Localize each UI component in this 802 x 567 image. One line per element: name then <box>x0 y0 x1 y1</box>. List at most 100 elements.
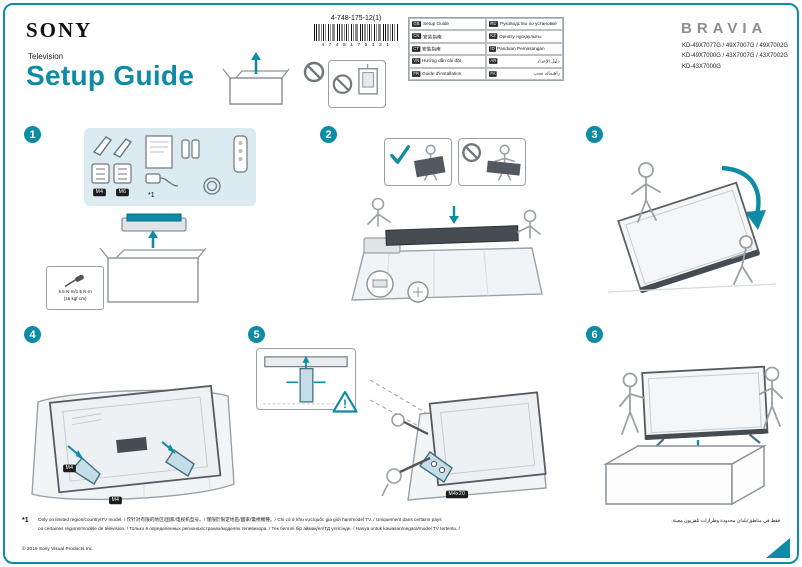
up-arrow-icon <box>251 52 261 60</box>
check-icon <box>390 145 410 164</box>
sony-logo: SONY <box>26 18 93 42</box>
lang-code-badge: CN <box>412 33 421 40</box>
page-turn-icon <box>766 538 790 558</box>
battery-icon <box>181 139 200 159</box>
step-5-number: 5 <box>248 326 265 343</box>
tv-rear-icon <box>48 384 222 494</box>
screw-badge-m4: M4 <box>93 188 106 196</box>
incorrect-handling-card <box>458 138 526 186</box>
lang-code-badge: KZ <box>489 33 498 40</box>
lang-label: دليل الإعداد <box>537 59 560 65</box>
lang-code-badge: FR <box>412 70 421 77</box>
torque-note: 5.5 N·m/1.5 N·m (15 kgf·cm) <box>46 266 104 310</box>
footnote-text: Only on limited region/country/TV model.… <box>38 517 548 536</box>
lang-code-badge: VN <box>412 58 421 65</box>
television-label: Television <box>28 52 64 61</box>
remote-icon <box>233 135 248 173</box>
svg-text:!: ! <box>343 397 347 411</box>
power-cord-icon <box>145 173 179 187</box>
lang-code-badge: RU <box>489 21 498 28</box>
step-6-number: 6 <box>586 326 603 343</box>
tv-panel-icon <box>486 160 521 176</box>
screw-badge: M4 <box>63 464 76 472</box>
lang-row-cn: CN 安装指南 <box>409 30 486 43</box>
attach-stand-illustration: M4 M4 <box>24 346 242 514</box>
lang-code-badge: GB <box>412 21 421 28</box>
tv-panel-icon <box>641 365 769 450</box>
hand-screwdriver-icon <box>391 413 429 435</box>
footnote-line: ou certaines régions/modèle de télévisio… <box>38 527 460 532</box>
model-list: KD-49X7077G / 49X7007G / 49X7002G KD-49X… <box>682 41 797 72</box>
lay-tv-face-down-illustration <box>334 190 558 308</box>
tv-panel-icon <box>413 155 446 178</box>
no-icon <box>332 74 353 94</box>
no-icon <box>462 143 482 162</box>
lang-row-fr: FR Guide d'installation <box>409 67 486 80</box>
step-3-number: 3 <box>586 126 603 143</box>
copyright: © 2019 Sony Visual Products Inc. <box>22 547 94 552</box>
lang-label: 安裝指南 <box>422 47 441 53</box>
screw-badge-m4x20: M4x20 <box>445 490 468 498</box>
footnote-arabic: فقط في مناطق/بلدان محدودة وطرازات تلفزيو… <box>670 518 780 524</box>
prohibition-icon <box>302 60 326 84</box>
foam-tray-icon <box>121 213 187 232</box>
model-line: KD-49X7000G / 43X7007G / 43X7002G <box>682 52 789 60</box>
tv-panel-icon <box>617 181 761 294</box>
down-arrow-icon <box>449 216 459 224</box>
place-tv-on-stand-illustration <box>586 336 788 516</box>
up-arrow-icon <box>148 230 158 238</box>
screw-bag-icon <box>91 163 132 184</box>
person-icon <box>499 144 510 155</box>
correct-handling-card <box>384 138 452 186</box>
lang-code-badge: AR <box>489 58 498 65</box>
person-icon <box>425 144 436 155</box>
wall-hanging-warning-card <box>328 60 386 108</box>
screw-stand-illustration: M4x20 <box>368 350 553 512</box>
raise-tv-illustration <box>594 138 788 306</box>
lang-code-badge: ID <box>489 46 496 52</box>
lang-label: Руководство по установке <box>499 21 557 27</box>
step-1-number: 1 <box>24 126 41 143</box>
lang-row-gb: GB Setup Guide <box>409 18 486 31</box>
lang-label: Panduan Pemasangan <box>497 46 545 52</box>
person-icon <box>619 366 783 435</box>
step-2-number: 2 <box>320 126 337 143</box>
person-icon <box>367 197 541 239</box>
screw-icon <box>430 460 446 474</box>
caution-triangle-icon: ! <box>332 390 358 414</box>
lang-row-fa: FA راهنمای نصب <box>486 67 563 80</box>
lang-label: 安装指南 <box>422 35 442 41</box>
tv-panel-icon <box>385 225 519 246</box>
lang-code-badge: FA <box>489 70 497 77</box>
lang-label: Hướng dẫn cài đặt <box>422 59 462 64</box>
lang-row-id: ID Panduan Pemasangan <box>486 42 563 56</box>
lang-row-ct: CT 安裝指南 <box>409 42 486 56</box>
model-line: KD-43X7000G <box>682 63 721 70</box>
step-4-number: 4 <box>24 326 41 343</box>
barcode-digits: 4 7 4 8 1 7 5 1 2 1 <box>321 42 391 48</box>
screw-badge: M4 <box>109 496 122 504</box>
lang-label: Guide d'installation <box>422 71 462 77</box>
stand-neck-icon <box>299 367 314 403</box>
lang-row-kz: KZ Орнату нұсқаулығы <box>486 30 563 43</box>
hand-screwdriver-icon <box>381 456 431 497</box>
language-table: GB Setup Guide CN 安装指南 CT 安裝指南 VN Hướng … <box>408 17 564 81</box>
detail-callout-icon <box>366 270 429 303</box>
footnote-line: Only on limited region/country/TV model.… <box>38 517 442 523</box>
barcode-block: 4-748-175-12(1) 4 7 4 8 1 7 5 1 2 1 <box>300 15 412 48</box>
person-icon <box>631 162 753 285</box>
rotate-arrow-icon <box>721 165 761 219</box>
lang-code-badge: CT <box>412 46 421 52</box>
torque-unit: (15 kgf·cm) <box>63 296 87 301</box>
bravia-logo: BRAVIA <box>681 20 768 37</box>
footnote-marker: *1 <box>22 517 29 524</box>
lang-label: Setup Guide <box>422 21 449 27</box>
barcode-image <box>314 24 398 41</box>
unpack-tv-illustration <box>92 210 214 310</box>
accessories-panel: M4 M6 *1 <box>84 128 256 206</box>
lang-row-ru: RU Руководство по установке <box>486 18 563 31</box>
lang-label: Орнату нұсқаулығы <box>498 34 542 39</box>
part-number: 4-748-175-12(1) <box>330 15 382 22</box>
tv-cabinet-icon <box>603 444 767 506</box>
